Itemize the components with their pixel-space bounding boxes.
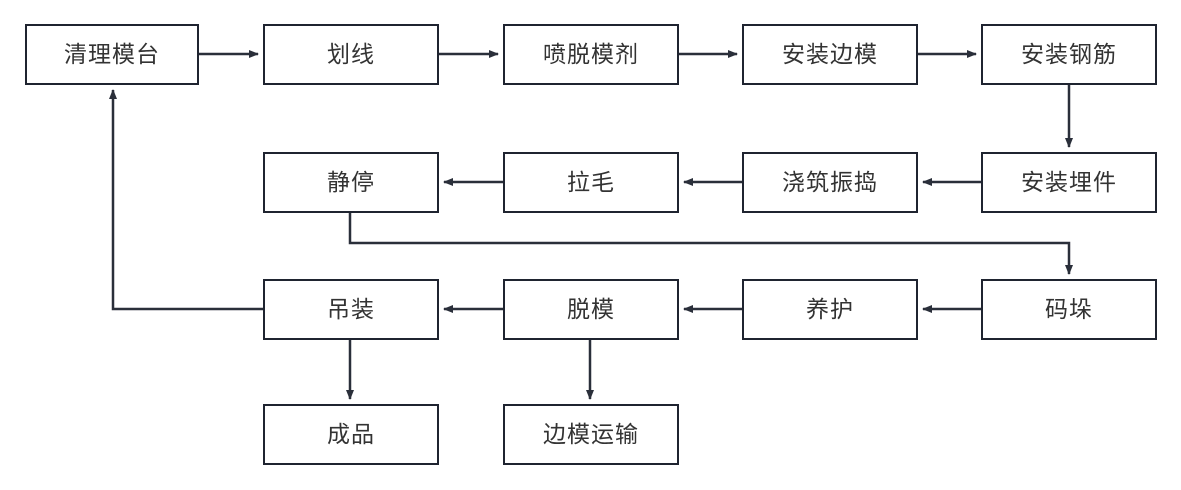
process-node-label: 清理模台	[64, 41, 160, 67]
process-node-n4[interactable]: 安装边模	[742, 24, 918, 85]
process-node-label: 吊装	[327, 296, 375, 322]
process-node-n3[interactable]: 喷脱模剂	[503, 24, 679, 85]
process-node-label: 脱模	[567, 296, 615, 322]
process-node-n15[interactable]: 边模运输	[503, 404, 679, 465]
process-node-label: 码垛	[1045, 296, 1093, 322]
process-node-n2[interactable]: 划线	[263, 24, 439, 85]
process-node-n7[interactable]: 浇筑振捣	[742, 152, 918, 213]
process-node-label: 安装边模	[782, 41, 878, 67]
process-node-n14[interactable]: 成品	[263, 404, 439, 465]
process-node-n10[interactable]: 码垛	[981, 279, 1157, 340]
process-node-n12[interactable]: 脱模	[503, 279, 679, 340]
process-node-label: 养护	[806, 296, 854, 322]
process-node-label: 安装钢筋	[1021, 41, 1117, 67]
process-node-label: 静停	[327, 169, 375, 195]
process-node-label: 划线	[327, 41, 375, 67]
process-node-n5[interactable]: 安装钢筋	[981, 24, 1157, 85]
edge-diaozhuang-to-qinglimotai-feedback	[109, 89, 263, 311]
process-node-n9[interactable]: 静停	[263, 152, 439, 213]
process-node-label: 浇筑振捣	[782, 169, 878, 195]
process-node-n1[interactable]: 清理模台	[25, 24, 199, 85]
process-node-label: 拉毛	[567, 169, 615, 195]
process-node-label: 成品	[327, 421, 375, 447]
process-node-n6[interactable]: 安装埋件	[981, 152, 1157, 213]
edge-jingting-to-maduo	[348, 213, 1073, 275]
process-node-n8[interactable]: 拉毛	[503, 152, 679, 213]
process-node-label: 边模运输	[543, 421, 639, 447]
process-node-n11[interactable]: 养护	[742, 279, 918, 340]
process-node-label: 安装埋件	[1021, 169, 1117, 195]
process-node-label: 喷脱模剂	[543, 41, 639, 67]
process-node-n13[interactable]: 吊装	[263, 279, 439, 340]
